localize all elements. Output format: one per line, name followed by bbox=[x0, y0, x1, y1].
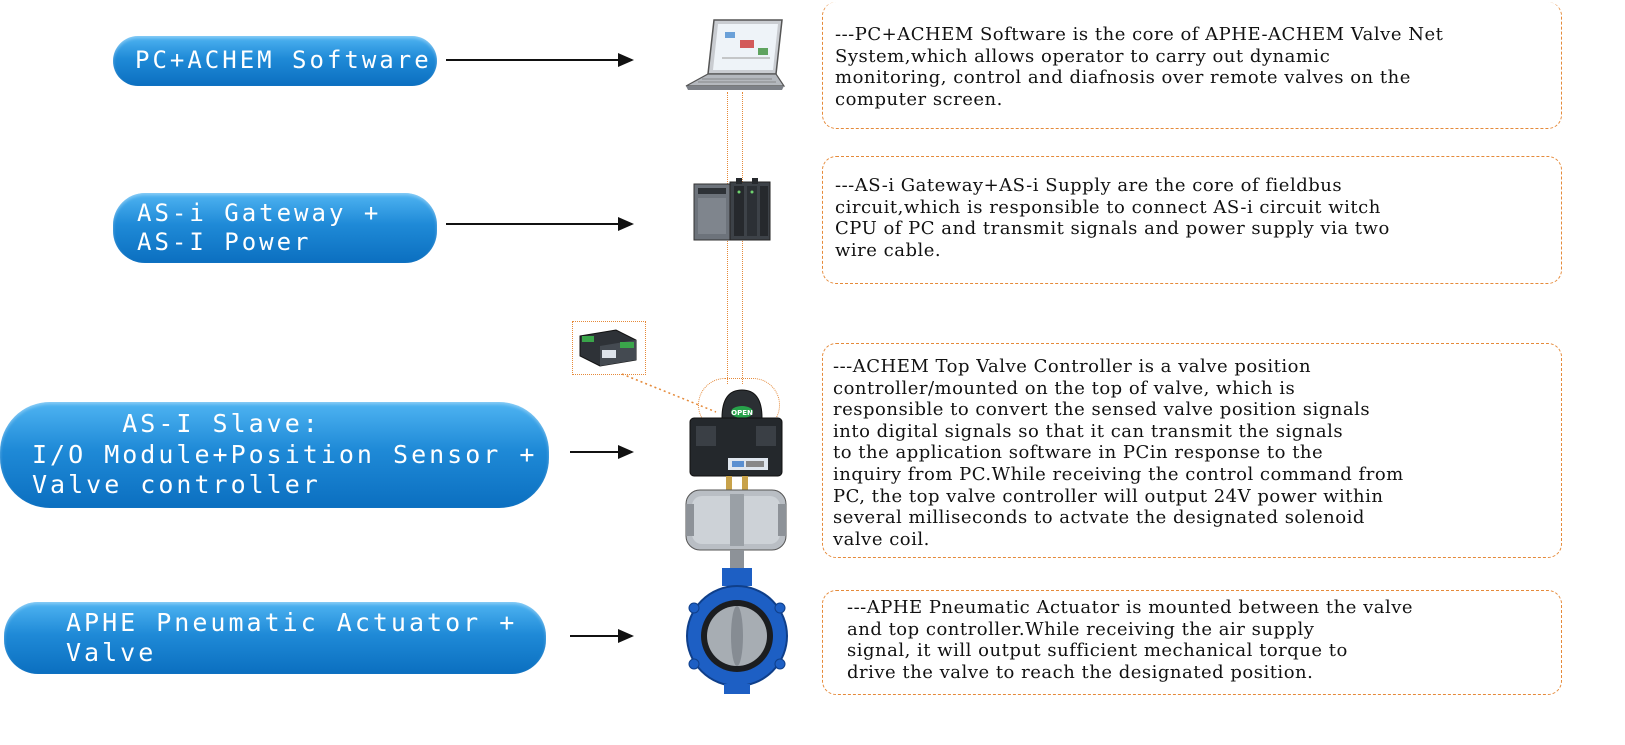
description-pc-line: monitoring, control and diafnosis over r… bbox=[835, 67, 1411, 89]
description-slave-line: inquiry from PC.While receiving the cont… bbox=[833, 463, 1404, 485]
butterfly-valve-icon bbox=[686, 568, 788, 694]
description-slave-line: several milliseconds to actvate the desi… bbox=[833, 507, 1365, 529]
description-gateway-line: wire cable. bbox=[835, 239, 942, 261]
label-gateway-line-2: AS-I Power bbox=[137, 228, 312, 256]
description-pc-line: System,which allows operator to carry ou… bbox=[835, 45, 1331, 67]
description-slave-line: to the application software in PCin resp… bbox=[833, 442, 1324, 464]
arrow-gateway bbox=[446, 217, 634, 231]
description-slave: ---ACHEM Top Valve Controller is a valve… bbox=[822, 343, 1562, 558]
description-slave-line: controller/mounted on the top of valve, … bbox=[833, 377, 1296, 399]
description-pc-line: computer screen. bbox=[835, 88, 1003, 110]
label-actuator-line-1: APHE Pneumatic Actuator + bbox=[66, 607, 518, 637]
label-slave-line-1: AS-I Slave: bbox=[32, 409, 321, 439]
valve-assembly-icon: OPEN bbox=[685, 389, 788, 694]
laptop-icon bbox=[685, 19, 786, 90]
label-pc-software: PC+ACHEM Software bbox=[113, 36, 437, 86]
description-slave-line: ---ACHEM Top Valve Controller is a valve… bbox=[833, 356, 1312, 377]
description-slave-line: PC, the top valve controller will output… bbox=[833, 485, 1384, 507]
label-actuator-line-2: Valve bbox=[66, 638, 157, 667]
plc-gateway-icon bbox=[693, 178, 771, 241]
description-gateway-line: circuit,which is responsible to connect … bbox=[835, 196, 1381, 218]
label-slave-line-2: I/O Module+Position Sensor + bbox=[32, 439, 538, 469]
label-slave-line-3: Valve controller bbox=[32, 470, 321, 500]
label-pc-line-1: PC+ACHEM Software bbox=[135, 46, 432, 75]
io-module-frame bbox=[572, 321, 646, 375]
description-actuator-line: signal, it will output sufficient mechan… bbox=[847, 640, 1348, 662]
io-module-icon bbox=[579, 329, 637, 367]
arrow-pc bbox=[446, 53, 634, 67]
arrow-actuator bbox=[570, 629, 634, 643]
description-actuator-line: drive the valve to reach the designated … bbox=[847, 661, 1314, 683]
label-slave: AS-I Slave: I/O Module+Position Sensor +… bbox=[0, 402, 549, 508]
io-module-leader bbox=[621, 373, 717, 413]
description-slave-line: responsible to convert the sensed valve … bbox=[833, 399, 1371, 421]
description-slave-line: valve coil. bbox=[833, 528, 930, 550]
description-actuator-line: and top controller.While receiving the a… bbox=[847, 618, 1315, 640]
description-actuator: ---APHE Pneumatic Actuator is mounted be… bbox=[822, 590, 1562, 695]
description-gateway-line: CPU of PC and transmit signals and power… bbox=[835, 218, 1390, 240]
description-slave-line: into digital signals so that it can tran… bbox=[833, 420, 1344, 442]
open-indicator-text: OPEN bbox=[731, 409, 753, 417]
description-pc-line: ---PC+ACHEM Software is the core of APHE… bbox=[835, 24, 1444, 45]
arrow-slave bbox=[570, 445, 634, 459]
label-gateway: AS-i Gateway + AS-I Power bbox=[113, 193, 437, 263]
label-actuator: APHE Pneumatic Actuator + Valve bbox=[4, 602, 546, 674]
description-pc: ---PC+ACHEM Software is the core of APHE… bbox=[822, 2, 1562, 129]
description-gateway: ---AS-i Gateway+AS-i Supply are the core… bbox=[822, 156, 1562, 284]
description-gateway-line: ---AS-i Gateway+AS-i Supply are the core… bbox=[835, 175, 1343, 196]
description-actuator-line: ---APHE Pneumatic Actuator is mounted be… bbox=[847, 597, 1414, 618]
label-gateway-line-1: AS-i Gateway + bbox=[137, 198, 382, 227]
